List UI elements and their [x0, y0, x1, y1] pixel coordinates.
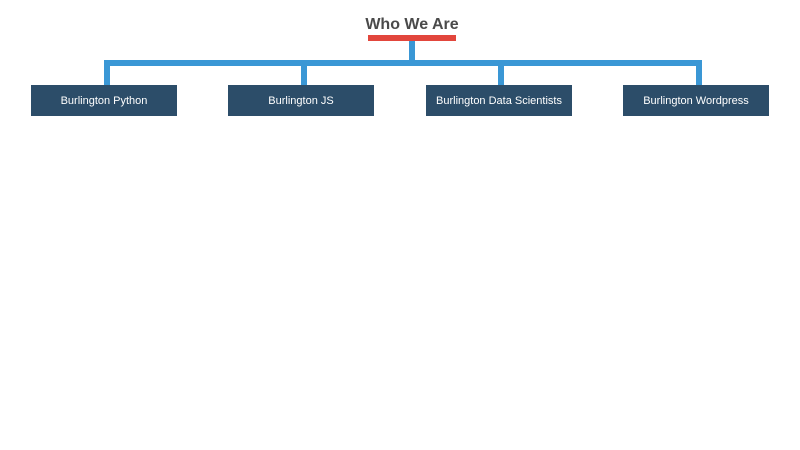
horizontal-connector [104, 60, 702, 66]
node-label: Burlington JS [268, 94, 334, 107]
node-burlington-wordpress: Burlington Wordpress [623, 85, 769, 116]
branch-connector-python [104, 60, 110, 85]
diagram-title: Who We Are [365, 16, 459, 33]
node-label: Burlington Python [60, 94, 148, 107]
node-burlington-python: Burlington Python [31, 85, 177, 116]
branch-connector-wordpress [696, 60, 702, 85]
title-underline [368, 35, 456, 41]
node-burlington-data-scientists: Burlington Data Scientists [426, 85, 572, 116]
branch-connector-data-scientists [498, 60, 504, 85]
node-burlington-js: Burlington JS [228, 85, 374, 116]
node-label: Burlington Data Scientists [436, 94, 562, 107]
root-connector [409, 41, 415, 62]
branch-connector-js [301, 60, 307, 85]
node-label: Burlington Wordpress [643, 94, 749, 107]
